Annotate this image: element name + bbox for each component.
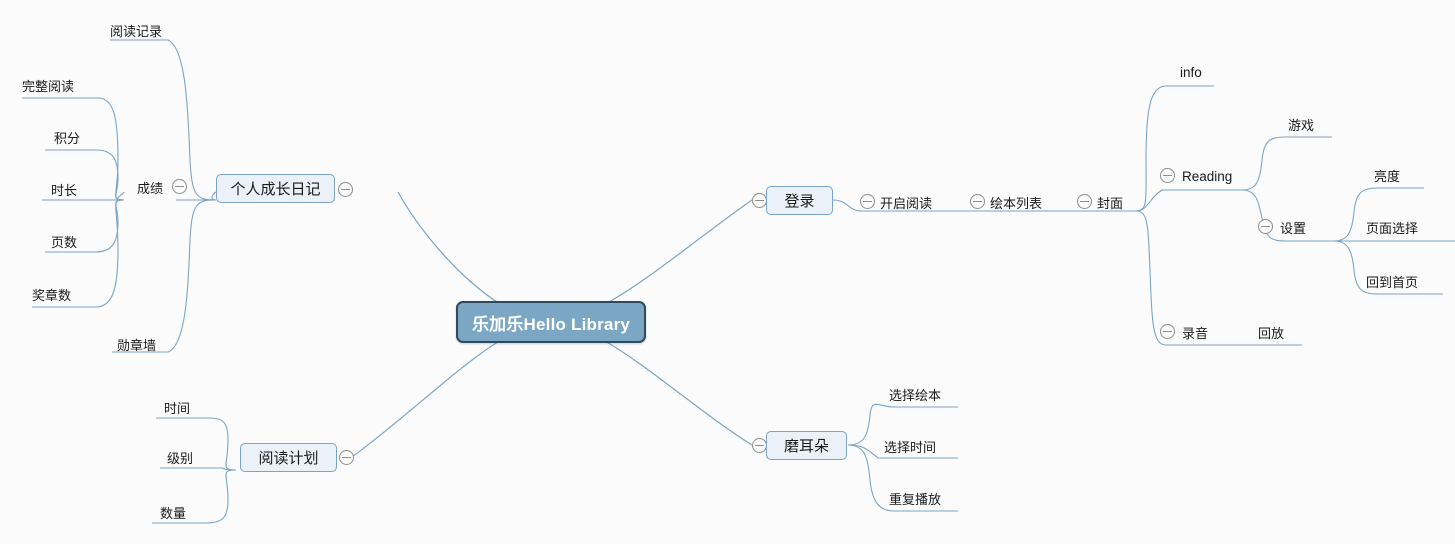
collapse-minus-icon[interactable] [1077, 194, 1092, 209]
node-medal-wall[interactable]: 勋章墙 [117, 337, 157, 353]
node-pages[interactable]: 页数 [51, 234, 78, 250]
node-select-time[interactable]: 选择时间 [884, 439, 937, 455]
node-page-select[interactable]: 页面选择 [1366, 220, 1419, 236]
collapse-minus-icon[interactable] [1258, 219, 1273, 234]
node-reading-record[interactable]: 阅读记录 [110, 23, 163, 39]
collapse-minus-icon[interactable] [339, 450, 354, 465]
node-login[interactable]: 登录 [766, 186, 833, 215]
node-cover[interactable]: 封面 [1097, 195, 1124, 211]
node-select-book[interactable]: 选择绘本 [889, 387, 942, 403]
root-node[interactable]: 乐加乐Hello Library [456, 301, 646, 343]
collapse-minus-icon[interactable] [172, 179, 187, 194]
collapse-minus-icon[interactable] [752, 193, 767, 208]
node-score[interactable]: 成绩 [137, 180, 164, 196]
collapse-minus-icon[interactable] [1160, 168, 1175, 183]
node-ear-training[interactable]: 磨耳朵 [766, 431, 847, 460]
node-book-list[interactable]: 绘本列表 [990, 195, 1043, 211]
node-settings[interactable]: 设置 [1280, 220, 1307, 236]
node-duration[interactable]: 时长 [51, 182, 78, 198]
node-plan-amount[interactable]: 数量 [160, 505, 187, 521]
node-full-reading[interactable]: 完整阅读 [22, 78, 75, 94]
node-info[interactable]: info [1180, 64, 1202, 80]
collapse-minus-icon[interactable] [970, 194, 985, 209]
node-brightness[interactable]: 亮度 [1374, 168, 1401, 184]
collapse-minus-icon[interactable] [338, 182, 353, 197]
collapse-minus-icon[interactable] [1160, 324, 1175, 339]
node-reading-plan[interactable]: 阅读计划 [240, 443, 337, 472]
node-plan-level[interactable]: 级别 [167, 450, 194, 466]
node-repeat-play[interactable]: 重复播放 [889, 491, 942, 507]
node-points[interactable]: 积分 [54, 130, 81, 146]
node-medal-count[interactable]: 奖章数 [32, 287, 72, 303]
node-game[interactable]: 游戏 [1288, 117, 1315, 133]
node-reading[interactable]: Reading [1182, 168, 1233, 184]
node-plan-time[interactable]: 时间 [164, 400, 191, 416]
node-recording[interactable]: 录音 [1182, 325, 1209, 341]
node-back-home[interactable]: 回到首页 [1366, 274, 1419, 290]
node-start-reading[interactable]: 开启阅读 [880, 195, 933, 211]
node-playback[interactable]: 回放 [1258, 325, 1285, 341]
node-growth-diary[interactable]: 个人成长日记 [216, 174, 335, 203]
collapse-minus-icon[interactable] [860, 194, 875, 209]
collapse-minus-icon[interactable] [752, 438, 767, 453]
